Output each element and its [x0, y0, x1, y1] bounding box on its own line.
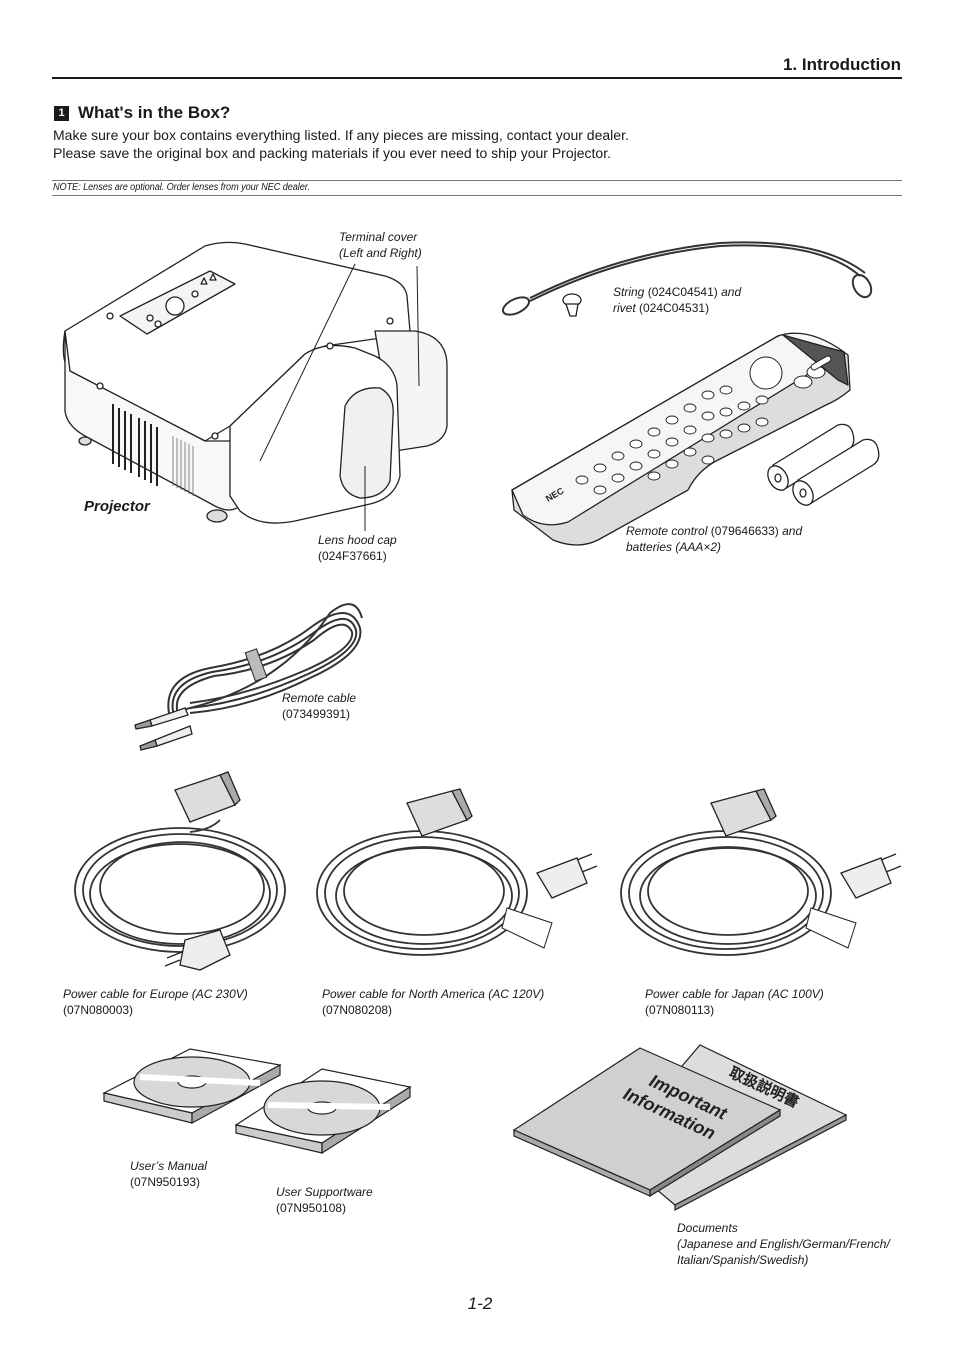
string-line2: rivet (024C04531) [613, 300, 741, 316]
power-cable-north-america-illustration [316, 788, 598, 956]
remote-buttons [575, 385, 769, 495]
lens-cap-caption: Lens hood cap (024F37661) [318, 532, 397, 564]
documents-line3: Italian/Spanish/Swedish) [677, 1253, 809, 1267]
note-rule-bottom [52, 195, 902, 196]
users-manual-name: User’s Manual [130, 1159, 207, 1173]
remote-line1: Remote control (079646633) and [626, 523, 802, 539]
users-manual-caption: User’s Manual (07N950193) [130, 1158, 207, 1190]
string-and: and [721, 285, 742, 299]
lens-cap-code: (024F37661) [318, 549, 387, 563]
intro-line-2: Please save the original box and packing… [53, 145, 611, 161]
remote-cable-caption: Remote cable (073499391) [282, 690, 356, 722]
header-rule [52, 77, 902, 79]
power-jp-name: Power cable for Japan (AC 100V) [645, 987, 824, 1001]
power-eu-code: (07N080003) [63, 1003, 134, 1017]
remote-control-illustration: NEC [511, 332, 880, 546]
note-text: NOTE: Lenses are optional. Order lenses … [53, 182, 310, 193]
power-eu-caption: Power cable for Europe (AC 230V) (07N080… [63, 986, 248, 1018]
chapter-title: 1. Introduction [782, 55, 901, 74]
remote-and: and [782, 524, 803, 538]
string-code: (024C04541) [647, 285, 718, 299]
power-eu-name: Power cable for Europe (AC 230V) [63, 987, 248, 1001]
power-na-name: Power cable for North America (AC 120V) [322, 987, 545, 1001]
cd-rom-illustration [102, 1048, 412, 1155]
rivet-name: rivet [613, 301, 636, 315]
power-cable-europe-illustration [74, 771, 286, 971]
page-number: 1-2 [467, 1294, 493, 1313]
documents-line2: (Japanese and English/German/French/ [677, 1237, 890, 1251]
power-na-caption: Power cable for North America (AC 120V) … [322, 986, 544, 1018]
remote-code: (079646633) [710, 524, 779, 538]
remote-cable-illustration [134, 603, 363, 751]
section-title: What's in the Box? [78, 103, 231, 122]
projector-label: Projector [84, 498, 150, 515]
remote-control-caption: Remote control (079646633) and batteries… [626, 523, 802, 555]
remote-cable-code: (073499391) [282, 707, 351, 721]
users-manual-code: (07N950193) [130, 1175, 201, 1189]
lens-cap-name: Lens hood cap [318, 533, 397, 547]
remote-cable-name: Remote cable [282, 691, 357, 705]
documents-line1: Documents [677, 1221, 738, 1235]
power-cable-japan-illustration [620, 788, 902, 956]
projector-illustration [62, 241, 448, 531]
documents-illustration: Important Information 取扱説明書 [512, 1044, 848, 1211]
supportware-name: User Supportware [276, 1185, 373, 1199]
note-rule-top [52, 180, 902, 181]
section-number-badge: 1 [54, 106, 69, 121]
string-name: String [613, 285, 645, 299]
power-jp-caption: Power cable for Japan (AC 100V) (07N0801… [645, 986, 824, 1018]
terminal-cover-line2: (Left and Right) [339, 246, 422, 260]
intro-text: Make sure your box contains everything l… [53, 126, 913, 162]
documents-caption: Documents (Japanese and English/German/F… [677, 1220, 890, 1268]
rivet-code: (024C04531) [639, 301, 710, 315]
terminal-cover-line1: Terminal cover [339, 230, 418, 244]
power-na-code: (07N080208) [322, 1003, 393, 1017]
string-and-rivet-illustration [501, 241, 873, 317]
remote-name: Remote control [626, 524, 708, 538]
supportware-code: (07N950108) [276, 1201, 347, 1215]
terminal-cover-caption: Terminal cover (Left and Right) [339, 229, 422, 261]
intro-line-1: Make sure your box contains everything l… [53, 127, 629, 143]
string-caption: String (024C04541) and rivet (024C04531) [613, 284, 741, 316]
string-line1: String (024C04541) and [613, 284, 741, 300]
supportware-caption: User Supportware (07N950108) [276, 1184, 373, 1216]
power-jp-code: (07N080113) [645, 1003, 715, 1017]
remote-batteries: batteries (AAA×2) [626, 540, 722, 554]
